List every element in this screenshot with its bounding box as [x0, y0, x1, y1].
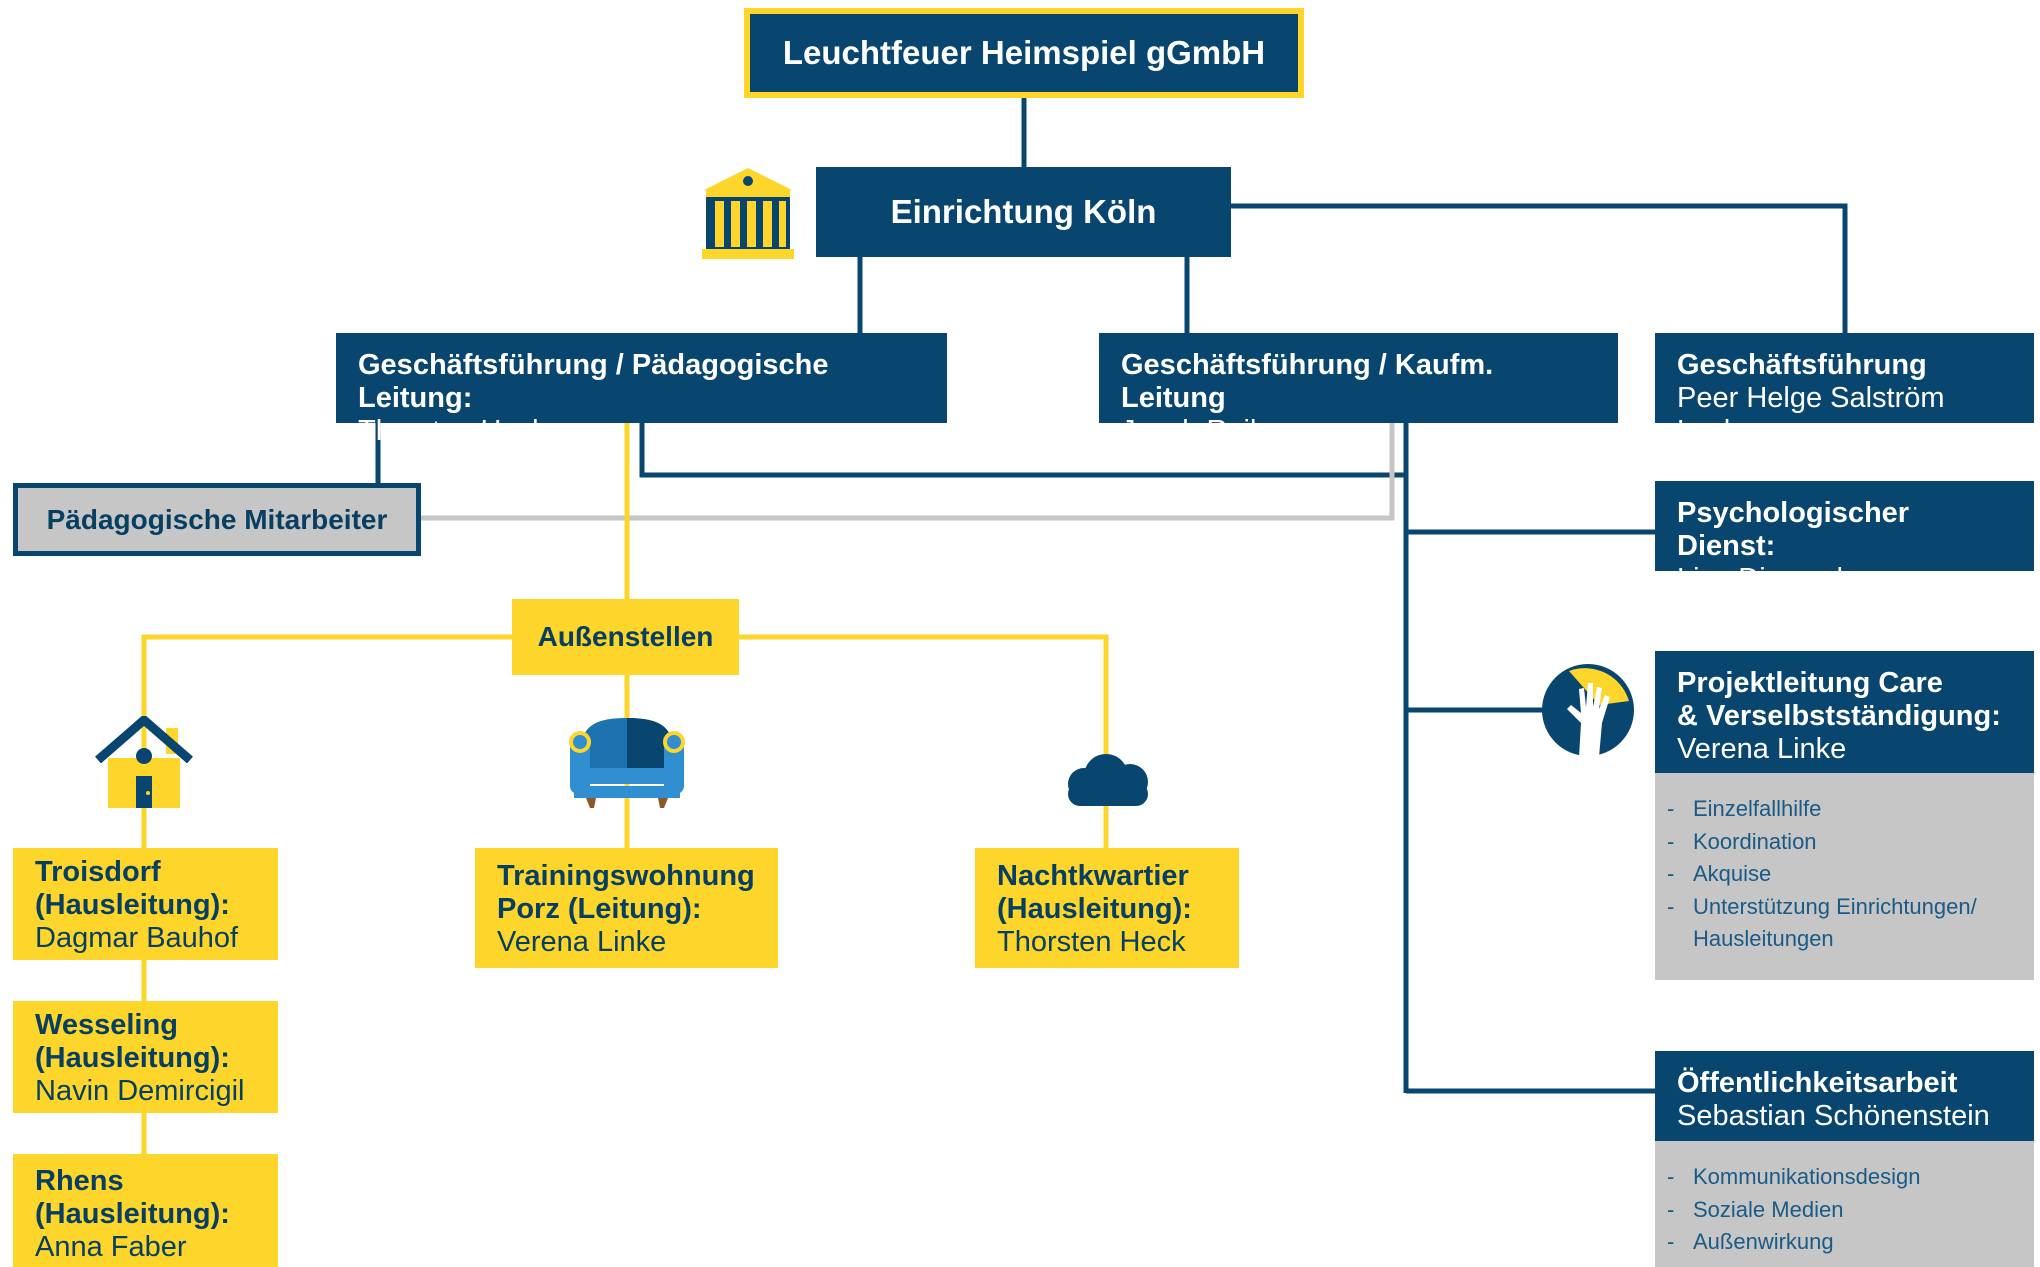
rhens-line1: Rhens [35, 1165, 124, 1197]
rhens-line2: (Hausleitung): [35, 1198, 230, 1230]
nacht-line2: (Hausleitung): [997, 893, 1192, 925]
troisdorf-line1: Troisdorf [35, 856, 161, 888]
wesseling-box: Wesseling (Hausleitung): Navin Demircigi… [13, 1001, 278, 1113]
psych-name: Lisa Dimanche [1677, 563, 1869, 595]
rhens-name: Anna Faber [35, 1231, 187, 1263]
projekt-box: Projektleitung Care & Verselbstständigun… [1655, 651, 2034, 773]
house-icon [95, 716, 193, 808]
troisdorf-name: Dagmar Bauhof [35, 922, 239, 954]
gf-paed-title: Geschäftsführung / Pädagogische Leitung: [358, 349, 829, 414]
paed-mitarbeiter-label: Pädagogische Mitarbeiter [46, 503, 388, 535]
line-aussenstellen-left [141, 634, 513, 848]
armchair-icon [569, 718, 685, 808]
gf-kaufm-name: Jacob Reike [1121, 415, 1281, 447]
gf-kaufm-title: Geschäftsführung / Kaufm. Leitung [1121, 349, 1494, 414]
nacht-line1: Nachtkwartier [997, 860, 1189, 892]
aussenstellen-box: Außenstellen [512, 599, 739, 675]
oeffentlich-name: Sebastian Schönenstein [1677, 1100, 1990, 1132]
gf-name: Peer Helge Salström Leyh [1677, 382, 1945, 447]
root-label: Leuchtfeuer Heimspiel gGmbH [782, 34, 1266, 71]
list-item: Hausleitungen [1693, 926, 1834, 951]
psych-box: Psychologischer Dienst: Lisa Dimanche [1655, 481, 2034, 595]
list-item: -Akquise [1667, 861, 1772, 886]
gf-kaufm-box: Geschäftsführung / Kaufm. Leitung Jacob … [1099, 333, 1618, 447]
oeffentlich-box: Öffentlichkeitsarbeit Sebastian Schönens… [1655, 1051, 2034, 1141]
wesseling-line2: (Hausleitung): [35, 1042, 230, 1074]
training-line1: Trainingswohnung [497, 860, 755, 892]
paed-mitarbeiter-box: Pädagogische Mitarbeiter [13, 483, 421, 556]
psych-title: Psychologischer Dienst: [1677, 497, 1910, 562]
troisdorf-box: Troisdorf (Hausleitung): Dagmar Bauhof [13, 848, 278, 960]
rhens-box: Rhens (Hausleitung): Anna Faber [13, 1154, 278, 1267]
projekt-name: Verena Linke [1677, 733, 1847, 765]
wesseling-line1: Wesseling [35, 1009, 178, 1041]
list-item: -Einzelfallhilfe [1667, 796, 1822, 821]
koeln-label: Einrichtung Köln [890, 193, 1157, 230]
projekt-title-1: Projektleitung Care [1677, 667, 1943, 699]
training-box: Trainingswohnung Porz (Leitung): Verena … [475, 848, 778, 968]
wesseling-name: Navin Demircigil [35, 1075, 245, 1107]
oeffentlich-task-list: -Kommunikationsdesign -Soziale Medien -A… [1655, 1141, 2034, 1267]
line-kaufm-mitarbeiter [420, 423, 1395, 521]
list-item: -Soziale Medien [1667, 1196, 1844, 1222]
gf-box: Geschäftsführung Peer Helge Salström Ley… [1655, 333, 2034, 447]
list-item: -Außenwirkung [1667, 1229, 1834, 1254]
nacht-name: Thorsten Heck [997, 926, 1186, 958]
troisdorf-line2: (Hausleitung): [35, 889, 230, 921]
koeln-box: Einrichtung Köln [816, 167, 1231, 257]
gf-paed-box: Geschäftsführung / Pädagogische Leitung:… [336, 333, 947, 447]
line-aussenstellen-right [738, 634, 1109, 848]
helping-hand-icon [1542, 664, 1634, 757]
training-line2: Porz (Leitung): [497, 893, 702, 925]
gf-paed-name: Thorsten Heck [358, 415, 547, 447]
list-item: -Unterstützung Einrichtungen/ [1667, 893, 1977, 919]
list-item: -Kommunikationsdesign [1667, 1164, 1921, 1189]
root-box: Leuchtfeuer Heimspiel gGmbH [744, 8, 1304, 98]
line-gfpaed-staff [639, 423, 1406, 478]
aussenstellen-label: Außenstellen [537, 621, 714, 652]
projekt-task-list: -Einzelfallhilfe -Koordination -Akquise … [1655, 773, 2034, 980]
list-item: -Koordination [1667, 828, 1817, 854]
line-koeln-gf [1231, 203, 1848, 333]
oeffentlich-title: Öffentlichkeitsarbeit [1677, 1067, 1958, 1099]
institution-building-icon [702, 168, 794, 259]
projekt-title-2: & Verselbstständigung: [1677, 700, 2001, 732]
nacht-box: Nachtkwartier (Hausleitung): Thorsten He… [975, 848, 1239, 968]
moon-cloud-icon [1068, 716, 1150, 806]
gf-title: Geschäftsführung [1677, 349, 1927, 381]
training-name: Verena Linke [497, 926, 667, 958]
